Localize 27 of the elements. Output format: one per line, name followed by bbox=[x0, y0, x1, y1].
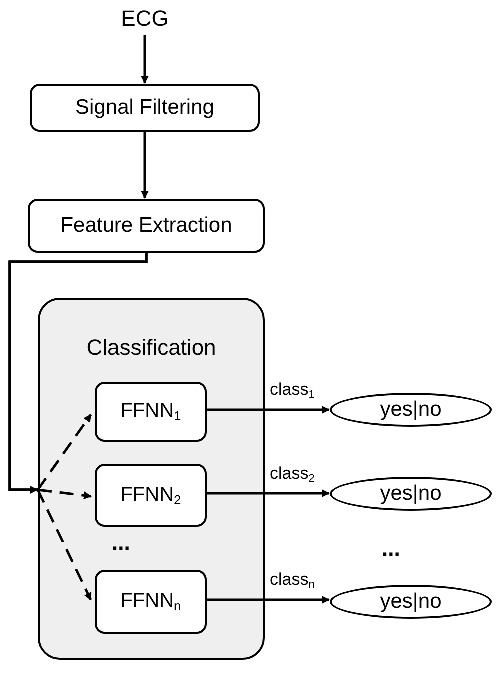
group-panel bbox=[38, 298, 265, 660]
process-box bbox=[95, 464, 207, 527]
edge-label: class$_{2}$ bbox=[270, 464, 315, 484]
node-label: Signal Filtering bbox=[76, 96, 214, 120]
ellipsis-label: ... bbox=[382, 538, 400, 560]
process-box bbox=[95, 570, 207, 634]
process-box bbox=[30, 84, 260, 132]
process-box bbox=[95, 382, 207, 442]
node-label: yes|no bbox=[380, 482, 442, 506]
node-label: ECG bbox=[121, 6, 169, 32]
connector-arrow bbox=[205, 490, 330, 498]
edge-label: class$_{n}$ bbox=[270, 570, 315, 591]
connector-arrow bbox=[141, 35, 149, 84]
node-label: FFNN$_{1}$ bbox=[120, 400, 182, 424]
node-label: yes|no bbox=[380, 590, 442, 614]
connector-arrow bbox=[8, 253, 148, 601]
edge-label: class$_{1}$ bbox=[270, 380, 315, 401]
connector-arrow bbox=[205, 406, 330, 414]
node-label: Classification bbox=[86, 336, 216, 360]
node-label: yes|no bbox=[380, 398, 442, 422]
ellipsis-label: ... bbox=[112, 532, 130, 554]
node-label: FFNN$_{n}$ bbox=[120, 590, 182, 614]
process-box bbox=[28, 199, 265, 253]
connector-arrow bbox=[205, 596, 330, 604]
node-label: Feature Extraction bbox=[60, 214, 232, 238]
connector-arrow bbox=[141, 132, 149, 199]
node-label: FFNN$_{2}$ bbox=[120, 484, 182, 508]
